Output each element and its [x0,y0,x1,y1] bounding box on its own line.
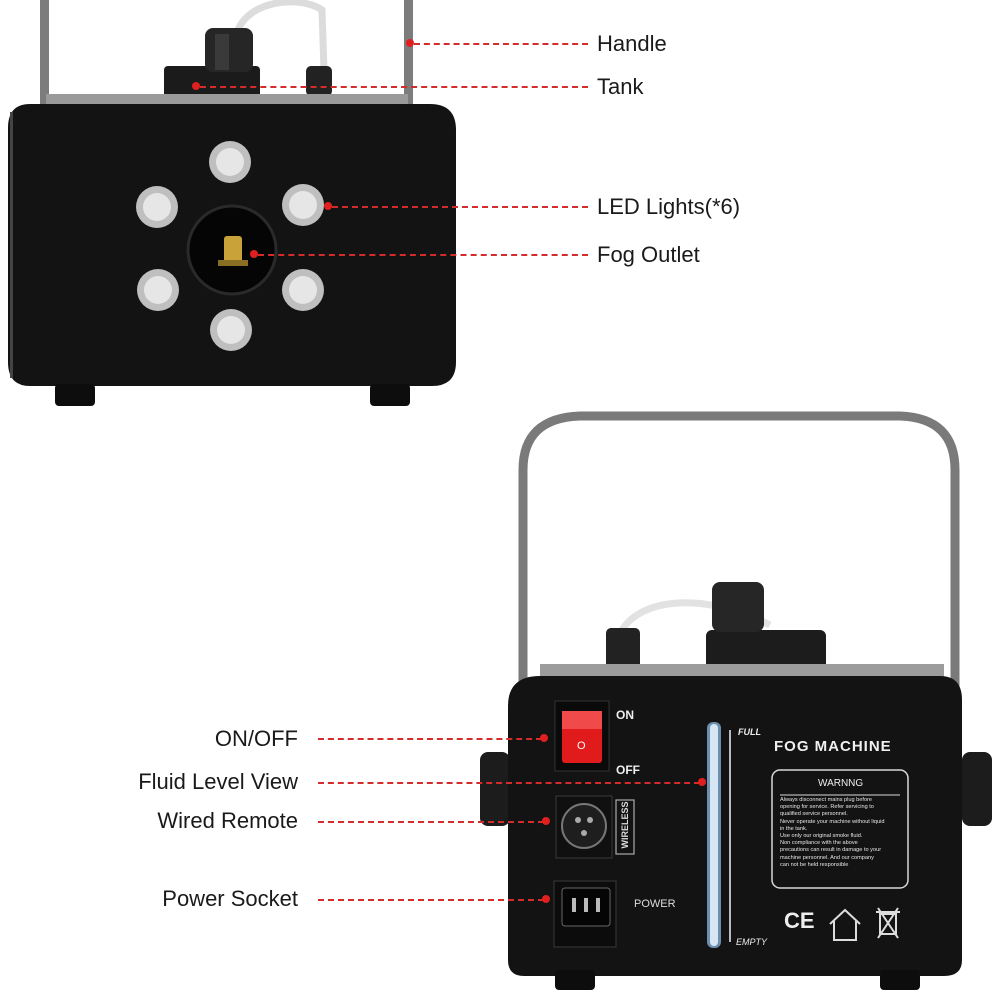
fog-outlet [186,204,278,296]
switch-on-label: ON [616,708,634,722]
on-off-leader [318,738,542,740]
power-socket-dot [542,895,550,903]
warning-line: opening for service. Refer servicing to [780,804,874,811]
fog-outlet-dot [250,250,258,258]
power-socket-leader [318,899,544,901]
tank-label: Tank [597,74,644,99]
power-socket [553,880,617,948]
switch-mark: O [577,740,586,752]
power-socket-label: Power Socket [162,886,298,911]
wired-remote-dot [542,817,550,825]
warning-line: Non compliance with the above [780,840,858,847]
led-lights-label: LED Lights(*6) [597,194,741,219]
led-light [210,309,252,351]
fog-outlet-leader [258,254,588,256]
brand-title: FOG MACHINE [774,738,892,755]
warning-line: Never operate your machine without liqui… [780,818,885,825]
warning-line: Use only our original smoke fluid. [780,833,863,840]
ce-mark: CE [784,908,815,933]
side-knob-left [480,752,510,826]
side-knob-right [962,752,992,826]
tank [164,28,332,104]
wired-remote-label: Wired Remote [157,808,298,833]
wired-remote-leader [318,821,544,823]
fog-outlet-label: Fog Outlet [597,242,700,267]
fluid-level-view-label: Fluid Level View [138,769,298,794]
handle [40,0,413,112]
warning-line: can not be held responsible [780,861,849,868]
led-light [136,186,178,228]
level-full-label: FULL [738,727,761,737]
led-light [209,141,251,183]
warning-line: qualified service personnel. [780,811,848,818]
foot-right [370,384,410,406]
tank-dot [192,82,200,90]
warning-line: machine personnel. And our company [780,854,874,861]
wireless-label: WIRELESS [620,801,630,849]
led-lights-leader [332,206,588,208]
xlr-socket [555,795,613,859]
on-off-switch [554,700,610,772]
level-empty-label: EMPTY [736,937,768,947]
warning-line: in the tank. [780,825,808,832]
handle-dot [406,39,414,47]
warning-line: Always disconnect mains plug before [780,797,873,803]
home-icon [829,908,861,941]
led-lights-dot [324,202,332,210]
warning-line: precautions can result in damage to your [780,847,882,854]
warning-title: WARNNG [818,778,864,789]
tank-leader [200,86,588,88]
led-light [282,269,324,311]
led-light [282,184,324,226]
fluid-level-window [707,722,731,948]
led-light [137,269,179,311]
led-lights [136,141,324,351]
switch-off-label: OFF [616,763,640,777]
rear-body [508,676,962,976]
warning-box [771,769,909,889]
weee-icon [876,907,900,939]
fluid-level-view-leader [318,782,700,784]
rear-handle [518,411,960,700]
foot-left [55,384,95,406]
on-off-dot [540,734,548,742]
handle-label: Handle [597,31,667,56]
fluid-level-view-dot [698,778,706,786]
on-off-label: ON/OFF [214,726,298,751]
power-label: POWER [634,898,676,910]
handle-leader [414,43,588,45]
